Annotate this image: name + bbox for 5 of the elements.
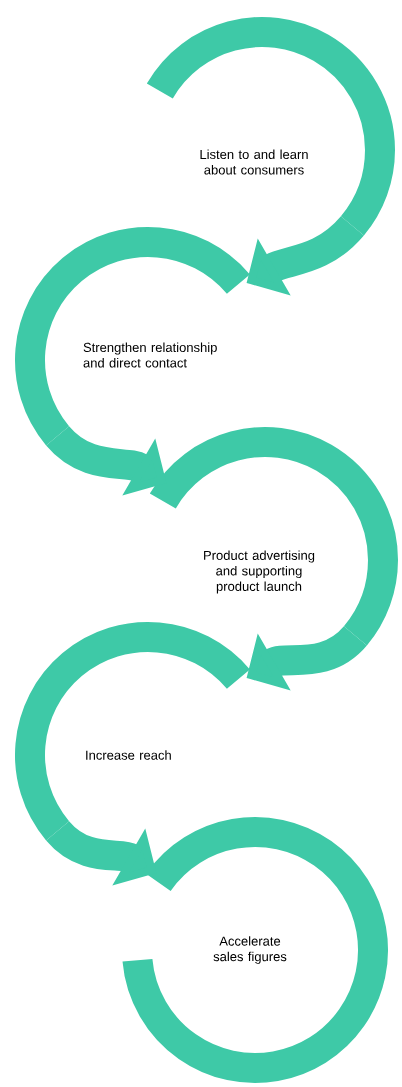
circular-arrow-step: Increase reach xyxy=(15,622,250,840)
circular-arrow-step: Product advertising and supporting product launch xyxy=(150,427,398,646)
circular-arrow-step: Strengthen relationship and direct contact xyxy=(15,227,250,445)
circular-arrow-step: Accelerate sales figures xyxy=(122,817,388,1083)
circular-arrow-step: Listen to and learn about consumers xyxy=(147,17,395,236)
